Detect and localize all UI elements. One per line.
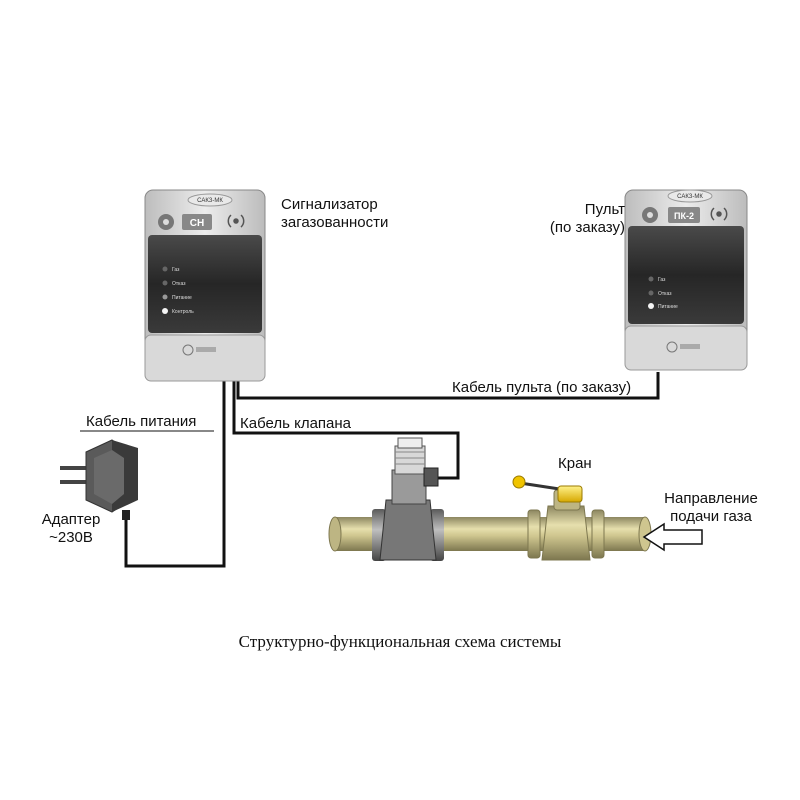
detector-logo-icon [182, 344, 216, 356]
detector-code: СН [190, 218, 204, 229]
power-cable [124, 374, 226, 568]
diagram-caption: Структурно-функциональная схема системы [238, 632, 562, 651]
remote-brand: САКЗ-МК [677, 194, 703, 200]
power-cable-label: Кабель питания [86, 413, 197, 430]
svg-text:Отказ: Отказ [658, 291, 672, 297]
svg-text:Газ: Газ [658, 277, 666, 283]
gas-detector-device: САКЗ-МК СН Газ Отказ Питание Контроль [144, 189, 266, 382]
remote-code: ПК-2 [674, 211, 694, 221]
remote-cable-label: Кабель пульта (по заказу) [452, 379, 632, 396]
solenoid-valve [379, 437, 439, 561]
remote-logo-icon [666, 341, 700, 353]
gas-pipe [328, 509, 652, 561]
power-adapter [60, 439, 138, 520]
speaker-icon [158, 214, 174, 230]
svg-text:Газ: Газ [172, 267, 180, 273]
cables [124, 372, 660, 568]
detector-label: Сигнализатор загазованности [281, 196, 389, 231]
tap-label: Кран [558, 455, 592, 472]
remote-label: Пульт (по заказу) [549, 201, 625, 236]
adapter-label: Адаптер ~230В [41, 511, 101, 546]
detector-indicators: Газ Отказ Питание Контроль [162, 266, 194, 315]
alarm-signal-icon [227, 214, 245, 228]
detector-brand: САКЗ-МК [197, 198, 223, 204]
valve-cable-label: Кабель клапана [240, 415, 351, 432]
remote-code-badge [668, 207, 700, 223]
remote-cable [236, 372, 660, 400]
detector-code-badge [182, 214, 212, 230]
remote-panel-device: САКЗ-МК ПК-2 Газ Отказ Питание [624, 189, 748, 371]
svg-text:Контроль: Контроль [172, 309, 194, 315]
svg-text:Питание: Питание [172, 295, 192, 301]
ball-tap [512, 475, 591, 561]
flow-direction-arrow [642, 522, 703, 552]
alarm-signal-icon [710, 207, 728, 221]
speaker-icon [642, 207, 658, 223]
svg-text:Питание: Питание [658, 304, 678, 310]
flow-label: Направление подачи газа [664, 490, 758, 525]
remote-indicators: Газ Отказ Питание [648, 276, 678, 310]
valve-cable [232, 374, 460, 480]
svg-text:Отказ: Отказ [172, 281, 186, 287]
